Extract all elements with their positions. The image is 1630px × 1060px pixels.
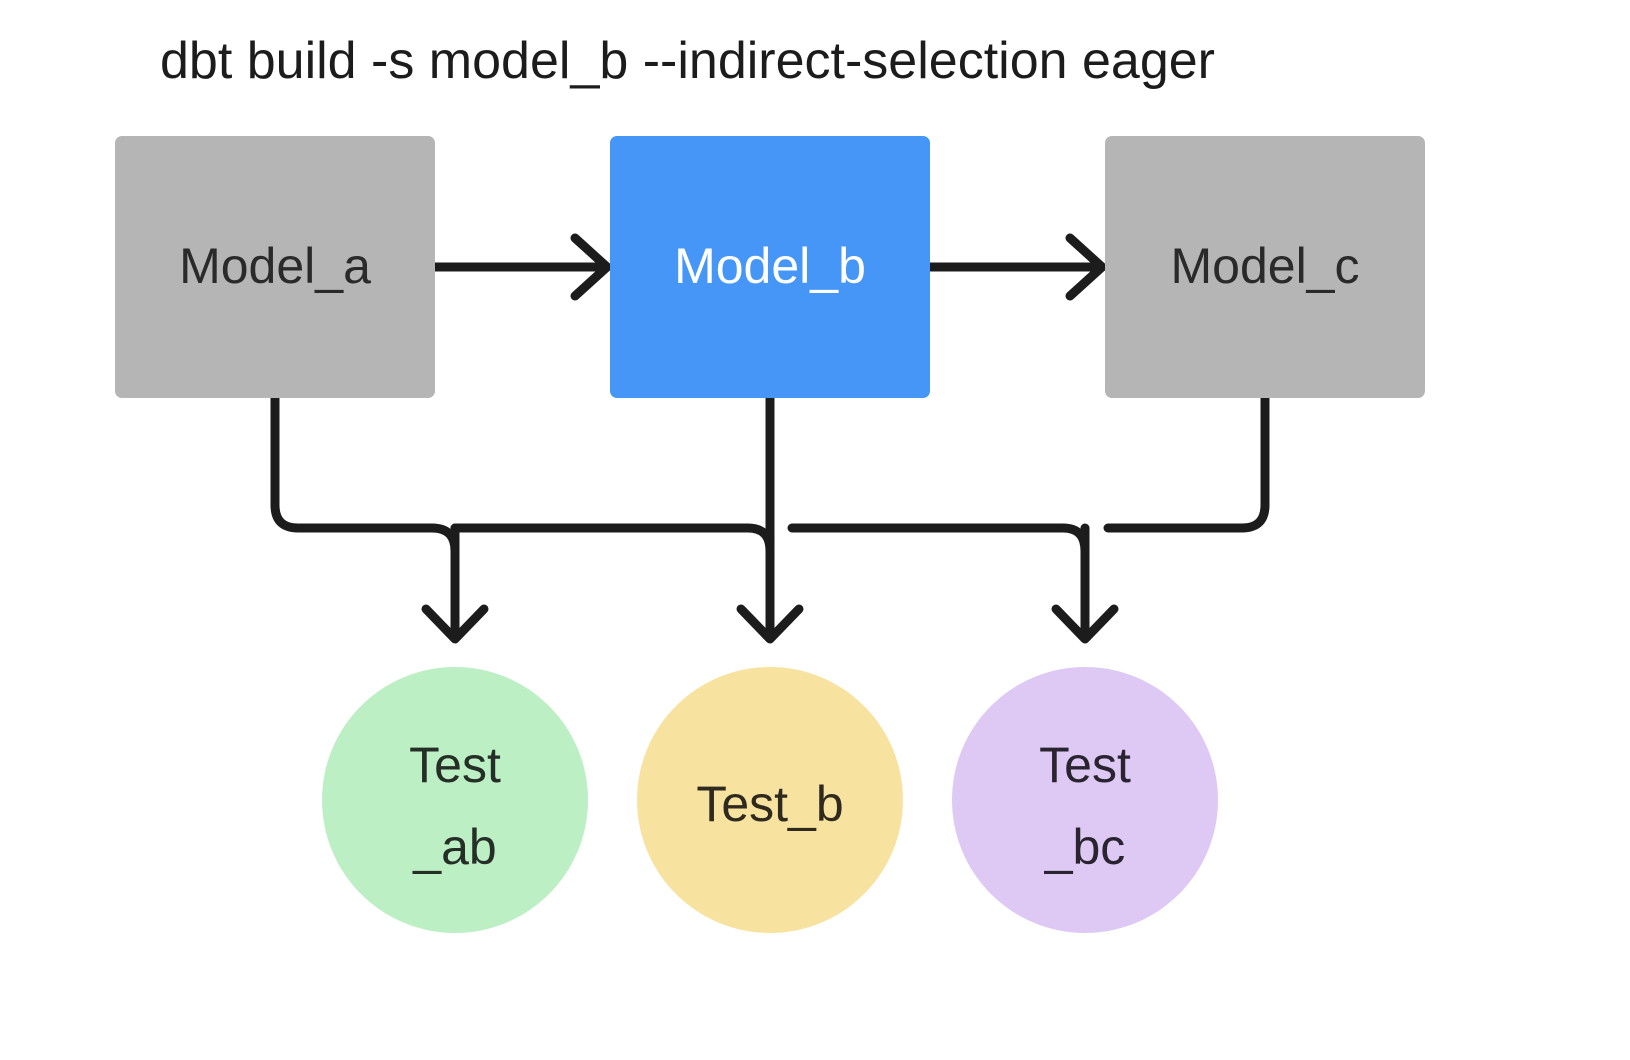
edge-model-a-to-test-ab <box>270 393 437 533</box>
test-node-test-b[interactable]: Test_b <box>637 667 903 933</box>
model-node-model-c[interactable]: Model_c <box>1105 136 1425 398</box>
arrowhead-b-c <box>1065 233 1107 301</box>
test-ab-label-line2: _ab <box>412 819 496 875</box>
model-b-shape[interactable] <box>610 136 930 398</box>
test-bc-shape[interactable] <box>952 667 1218 933</box>
model-b-label: Model_b <box>674 238 866 294</box>
test-ab-shape[interactable] <box>322 667 588 933</box>
test-b-label-line1: Test_b <box>696 776 843 832</box>
edge-model-b-to-model-c <box>925 233 1107 301</box>
test-ab-label-line1: Test <box>409 737 501 793</box>
model-c-label: Model_c <box>1171 238 1360 294</box>
test-b-shape[interactable] <box>637 667 903 933</box>
test-bc-label-line1: Test <box>1039 737 1131 793</box>
test-bc-label-line2: _bc <box>1044 819 1126 875</box>
test-node-test-ab[interactable]: Test _ab <box>322 667 588 933</box>
arrowhead-test-b <box>736 604 804 644</box>
arrowhead-test-ab <box>421 604 489 644</box>
model-a-shape[interactable] <box>115 136 435 398</box>
edge-layer <box>270 233 1270 644</box>
model-a-label: Model_a <box>179 238 371 294</box>
arrowhead-a-b <box>570 233 612 301</box>
edge-bus-left <box>427 523 775 556</box>
arrowhead-test-bc <box>1051 604 1119 644</box>
model-node-model-a[interactable]: Model_a <box>115 136 435 398</box>
edge-model-a-to-model-b <box>430 233 612 301</box>
edge-bus-right <box>787 523 1090 556</box>
model-c-shape[interactable] <box>1105 136 1425 398</box>
test-node-test-bc[interactable]: Test _bc <box>952 667 1218 933</box>
edge-model-c-to-test-bc <box>1103 393 1270 533</box>
diagram-title: dbt build -s model_b --indirect-selectio… <box>160 32 1215 90</box>
model-node-model-b[interactable]: Model_b <box>610 136 930 398</box>
